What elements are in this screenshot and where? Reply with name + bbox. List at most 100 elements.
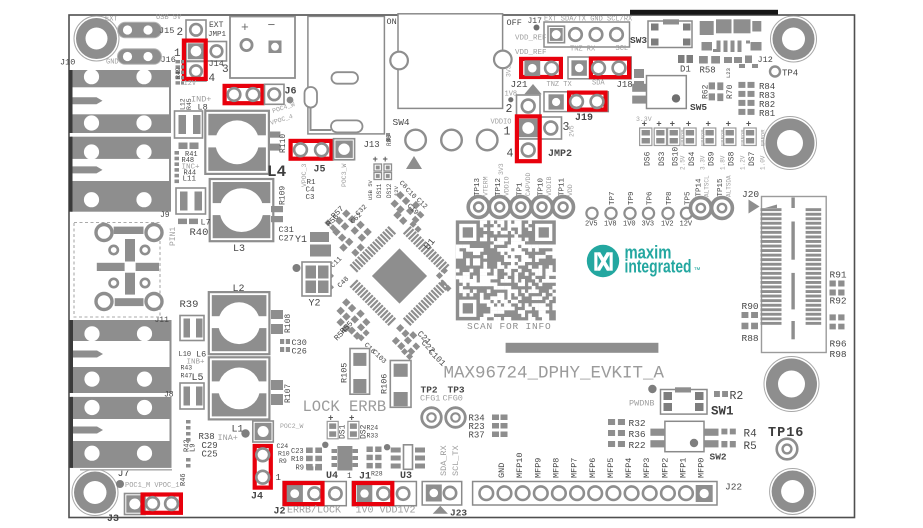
svg-text:1: 1 (347, 472, 352, 481)
svg-text:TP4: TP4 (782, 69, 798, 79)
svg-text:R62: R62 (702, 84, 711, 99)
svg-text:J23: J23 (450, 508, 467, 519)
svg-text:3V3: 3V3 (506, 65, 513, 77)
svg-text:MAX96724_DPHY_EVKIT_A: MAX96724_DPHY_EVKIT_A (444, 364, 665, 384)
svg-text:VTERM: VTERM (483, 176, 490, 196)
svg-text:SW4: SW4 (393, 117, 410, 128)
svg-text:R9: R9 (296, 465, 304, 473)
svg-text:TP13: TP13 (474, 177, 482, 196)
svg-text:L7: L7 (201, 218, 211, 228)
svg-text:R92: R92 (830, 296, 847, 307)
svg-text:ERRB/LOCK: ERRB/LOCK (287, 505, 341, 517)
svg-text:R91: R91 (830, 270, 847, 281)
svg-text:R37: R37 (469, 431, 485, 441)
svg-text:C27: C27 (279, 234, 294, 244)
svg-text:J18: J18 (617, 80, 633, 90)
svg-text:1.2V: 1.2V (740, 155, 747, 170)
svg-text:J17: J17 (528, 17, 543, 26)
svg-text:R43: R43 (181, 365, 193, 372)
svg-text:R58: R58 (700, 66, 716, 76)
svg-text:1.8V: 1.8V (720, 155, 727, 170)
svg-text:ERROR: ERROR (740, 129, 747, 146)
svg-text:J20: J20 (742, 189, 759, 200)
svg-text:R38: R38 (199, 432, 215, 442)
svg-text:J15: J15 (159, 26, 174, 36)
svg-text:POC2_W: POC2_W (280, 423, 304, 430)
svg-text:+: + (656, 120, 661, 130)
svg-text:J5: J5 (314, 165, 326, 176)
svg-text:C103: C103 (370, 348, 388, 366)
svg-text:TP5: TP5 (685, 191, 693, 205)
svg-text:SW5: SW5 (690, 102, 707, 113)
svg-text:+: + (706, 120, 711, 130)
svg-text:J19: J19 (575, 113, 593, 124)
svg-text:1V2: 1V2 (661, 221, 674, 229)
svg-text:U3: U3 (400, 471, 412, 482)
svg-text:R107: R107 (284, 384, 293, 403)
svg-text:C25: C25 (202, 450, 218, 460)
svg-text:C23: C23 (291, 448, 304, 456)
svg-text:POC3_W: POC3_W (341, 163, 348, 187)
svg-text:3: 3 (222, 64, 229, 76)
svg-text:R4: R4 (744, 429, 758, 441)
svg-text:4: 4 (507, 148, 514, 161)
svg-text:R2: R2 (730, 390, 744, 403)
svg-text:L5: L5 (192, 373, 204, 384)
svg-text:1: 1 (504, 126, 511, 139)
svg-text:TP16: TP16 (768, 426, 804, 441)
svg-text:POC1_M VPOC_1: POC1_M VPOC_1 (125, 482, 180, 490)
svg-text:VPOC_3: VPOC_3 (301, 163, 308, 187)
svg-text:TP12: TP12 (495, 178, 503, 196)
svg-text:R9: R9 (279, 458, 287, 465)
svg-text:R98: R98 (830, 349, 847, 360)
svg-text:J14: J14 (209, 59, 224, 69)
svg-text:R28: R28 (371, 471, 383, 478)
svg-text:MFP9: MFP9 (533, 458, 543, 478)
svg-text:TP8: TP8 (666, 191, 674, 205)
svg-text:L8: L8 (198, 103, 208, 113)
svg-text:3V3: 3V3 (642, 221, 655, 229)
svg-text:TP1: TP1 (516, 182, 524, 196)
svg-text:J2: J2 (274, 507, 286, 518)
svg-text:ERROR: ERROR (700, 129, 707, 146)
svg-text:C29: C29 (202, 441, 218, 451)
svg-text:SDA_RX: SDA_RX (439, 445, 449, 476)
svg-text:R36: R36 (629, 429, 646, 440)
svg-text:TP7: TP7 (609, 191, 617, 205)
svg-text:R46: R46 (180, 473, 188, 486)
svg-text:+: + (726, 120, 731, 130)
svg-text:C24: C24 (277, 443, 289, 450)
svg-text:TP3: TP3 (448, 385, 465, 396)
svg-text:SW2: SW2 (710, 452, 727, 463)
svg-text:C26: C26 (292, 347, 307, 357)
svg-text:R83: R83 (759, 91, 775, 101)
svg-text:USB 5V: USB 5V (367, 179, 374, 200)
svg-text:3V3: 3V3 (498, 163, 505, 175)
svg-text:+: + (328, 414, 333, 424)
svg-text:R86: R86 (386, 135, 393, 146)
svg-text:1: 1 (276, 473, 281, 483)
svg-text:3: 3 (563, 121, 570, 134)
svg-text:PIN1: PIN1 (169, 227, 178, 246)
svg-text:1V0: 1V0 (623, 221, 636, 229)
svg-text:DS2: DS2 (360, 424, 369, 439)
svg-text:R84: R84 (759, 82, 775, 92)
svg-text:R88: R88 (742, 333, 759, 344)
svg-text:EXT: EXT (209, 21, 224, 30)
svg-text:J8: J8 (164, 391, 174, 400)
svg-text:EXT SDA/TX GND SCL/RX: EXT SDA/TX GND SCL/RX (544, 16, 633, 24)
svg-text:TP11: TP11 (559, 177, 567, 196)
svg-text:GND: GND (106, 59, 119, 67)
svg-text:MFP6: MFP6 (588, 458, 598, 478)
svg-text:Y1: Y1 (295, 235, 307, 246)
svg-text:J16: J16 (161, 55, 176, 65)
svg-text:L4: L4 (267, 163, 287, 181)
svg-text:R108: R108 (284, 314, 293, 333)
svg-text:+: + (241, 20, 249, 35)
svg-text:J21: J21 (511, 79, 528, 90)
svg-text:R41: R41 (185, 151, 198, 159)
svg-text:L6: L6 (196, 350, 206, 360)
svg-text:R10: R10 (291, 456, 304, 464)
svg-text:L1: L1 (232, 425, 244, 436)
svg-text:C8: C8 (397, 179, 409, 191)
